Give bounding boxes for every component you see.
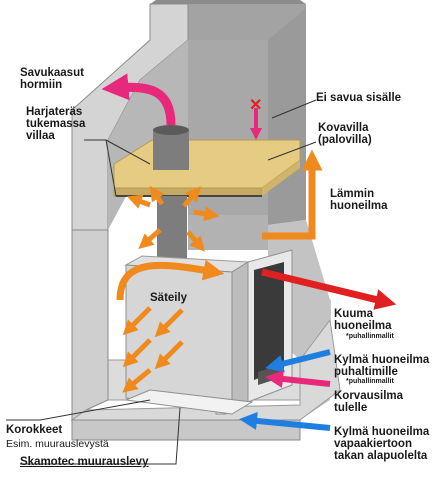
label-harjateras-line2: tukemassa [26,118,86,130]
stove-radiation-1 [122,306,152,336]
label-kylma2: Kylmä huoneilma vapaakiertoon takan alap… [334,426,429,462]
label-kuuma-line1: Kuuma [334,308,373,320]
left-lower-block [71,229,109,421]
label-lammin-line2: huoneilma [330,200,388,212]
stove-front [125,264,233,413]
label-korokkeet: Korokkeet [6,424,63,436]
stove-side [231,261,249,413]
radiation-arrow-2 [193,206,220,222]
cold-air-fan-arrow [265,349,331,373]
label-kuuma: Kuuma huoneilma [334,308,392,332]
insulation-slab-front [113,187,263,197]
radiation-arrow-5 [149,185,165,206]
flue-pipe-upper [153,130,189,170]
radiation-arrow-1 [126,194,151,209]
stove-radiation-2 [154,308,184,338]
label-kuuma-line2: huoneilma [334,320,392,332]
label-ei-savua: Ei savua sisälle [316,92,402,104]
right-wall [268,8,306,225]
leader-ei-savua [271,99,317,119]
label-korvausilma-line1: Korvausilma [334,390,404,402]
label-kylma2-line3: takan alapuolelta [334,450,428,462]
label-korvausilma-line2: tulelle [334,402,368,414]
blocked-x-icon: ✕ [249,97,263,114]
stove-radiation-4 [154,340,184,370]
label-harjateras-line1: Harjateräs [26,106,83,118]
label-kylma1: Kylmä huoneilma puhaltimille [334,354,429,378]
insulation-slab-side [262,160,300,196]
leader-skamotec [20,407,181,465]
warm-air-arrow [262,149,323,240]
hot-air-top-arrow [116,259,225,301]
flue-gas-arrow [101,73,176,126]
label-kovavilla-line1: Kovavilla [318,122,369,134]
label-korvausilma: Korvausilma tulelle [334,390,403,414]
skamotec-plate [124,389,254,415]
label-kylma2-line1: Kylmä huoneilma [334,426,430,438]
label-kylma1-line2: puhaltimille [334,366,398,378]
label-kovavilla: Kovavilla (palovilla) [318,122,372,146]
label-harjateras-line3: villaa [26,130,55,142]
label-korokkeet-sub: Esim. muurauslevystä [6,438,109,450]
chimney-top-cap [150,0,306,4]
label-savukaasut-line2: hormiin [20,79,63,91]
stove-radiation-3 [122,338,152,368]
label-lammin: Lämmin huoneilma [330,188,388,212]
note-kylma1: *puhallinmallit [346,378,394,385]
radiation-arrow-3 [138,228,162,249]
leader-harjateras-2 [105,139,151,165]
label-kovavilla-line2: (palovilla) [318,134,372,146]
base-floor [70,318,341,421]
label-savukaasut-line1: Savukaasut [20,67,84,79]
cold-air-free-arrow [239,411,331,431]
label-harjateras: Harjateräs tukemassa villaa [26,106,85,142]
flue-pipe-top [153,125,189,135]
note-kuuma: *puhallinmallit [346,333,394,340]
leader-korokkeet [6,399,151,421]
label-skamotec: Skamotec muurauslevy [20,456,149,468]
flue-pipe-lower [157,196,187,260]
label-kylma1-line1: Kylmä huoneilma [334,354,430,366]
hot-air-out-arrow [261,268,397,310]
leader-kovavilla [267,141,317,161]
label-kylma2-line2: vapaakiertoon [334,438,412,450]
radiation-arrow-4 [186,230,205,252]
radiation-arrow-6 [182,186,201,208]
firebox-back [188,215,268,250]
label-sateily: Säteily [150,292,188,304]
stove-glass [254,262,284,380]
combustion-air-arrow [265,370,331,388]
stove-radiation-5 [122,368,152,393]
label-lammin-line1: Lämmin [330,188,375,200]
label-savukaasut: Savukaasut hormiin [20,67,84,91]
